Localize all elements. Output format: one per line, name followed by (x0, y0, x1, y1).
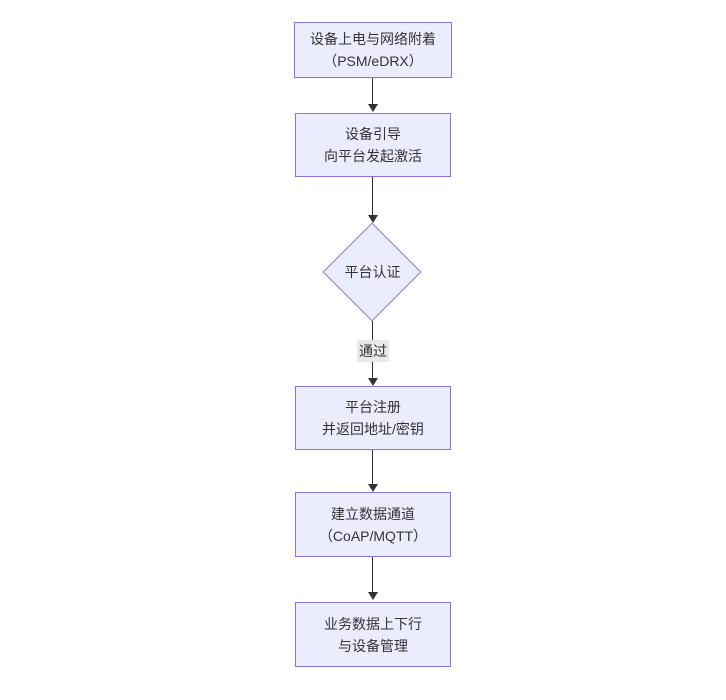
arrowhead-icon (368, 592, 378, 600)
node-bootstrap-line2: 向平台发起激活 (324, 148, 422, 164)
arrowhead-icon (368, 215, 378, 223)
node-data-channel: 建立数据通道 （CoAP/MQTT） (295, 492, 451, 557)
arrowhead-icon (368, 104, 378, 112)
node-platform-auth-label: 平台认证 (344, 264, 401, 280)
edge-channel-to-business (372, 557, 373, 593)
node-bootstrap-line1: 设备引导 (345, 126, 401, 142)
node-platform-register-line1: 平台注册 (345, 399, 401, 415)
arrowhead-icon (368, 484, 378, 492)
arrowhead-icon (368, 378, 378, 386)
node-platform-register-line2: 并返回地址/密钥 (322, 421, 424, 437)
node-business-data-line2: 与设备管理 (338, 637, 408, 654)
node-power-attach: 设备上电与网络附着 （PSM/eDRX） (294, 22, 452, 78)
edge-label-pass: 通过 (357, 340, 389, 362)
node-platform-register: 平台注册 并返回地址/密钥 (295, 386, 451, 450)
edge-register-to-channel (372, 450, 373, 485)
node-power-attach-line2: （PSM/eDRX） (323, 53, 423, 69)
node-data-channel-line2: （CoAP/MQTT） (318, 527, 428, 544)
node-power-attach-line1: 设备上电与网络附着 (310, 31, 436, 47)
node-platform-auth: 平台认证 (322, 261, 423, 283)
edge-bootstrap-to-auth (372, 177, 373, 216)
node-business-data: 业务数据上下行 与设备管理 (295, 602, 451, 667)
edge-power-to-bootstrap (372, 78, 373, 105)
node-bootstrap: 设备引导 向平台发起激活 (295, 113, 451, 177)
node-business-data-line1: 业务数据上下行 (324, 615, 422, 632)
node-data-channel-line1: 建立数据通道 (331, 505, 415, 522)
